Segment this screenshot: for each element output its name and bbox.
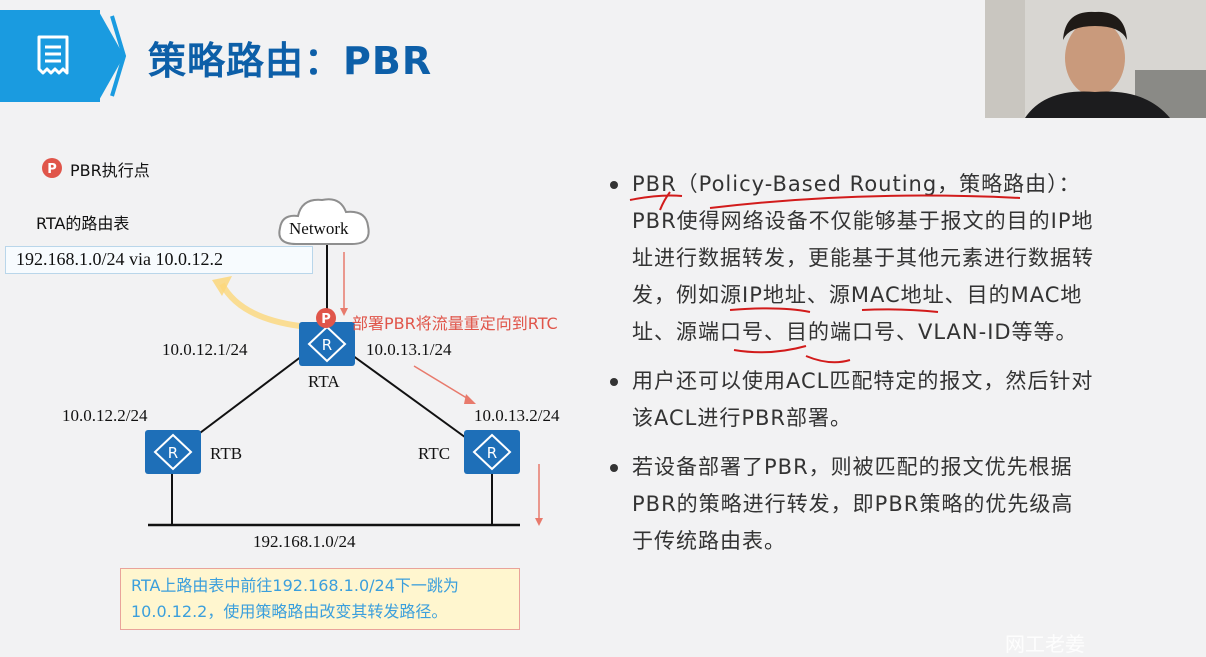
router-rtb-icon: R (145, 430, 201, 474)
note-line-1: RTA上路由表中前往192.168.1.0/24下一跳为 (131, 576, 459, 595)
network-cloud-icon (278, 198, 370, 245)
bullet-item: PBR（Policy-Based Routing，策略路由）： PBR使得网络设… (610, 166, 1185, 351)
routing-table-entry: 192.168.1.0/24 via 10.0.12.2 (5, 246, 313, 274)
yellow-arrow-head (212, 276, 232, 296)
pbr-legend-badge: P (42, 158, 62, 178)
handwritten-underlines (629, 191, 1021, 364)
bullet-item: 若设备部署了PBR，则被匹配的报文优先根据 PBR的策略进行转发，即PBR策略的… (610, 449, 1185, 560)
pbr-redirect-annotation: 部署PBR将流量重定向到RTC (352, 314, 558, 333)
bullet-line: PBR使得网络设备不仅能够基于报文的目的IP地 (632, 209, 1094, 233)
svg-text:R: R (487, 444, 497, 462)
network-label: Network (289, 219, 349, 238)
router-rta-icon: R (299, 322, 355, 366)
bullet-list: PBR（Policy-Based Routing，策略路由）： PBR使得网络设… (610, 166, 1185, 572)
red-arrow-down-head (340, 308, 348, 316)
svg-text:R: R (322, 336, 332, 354)
red-arrow-diagonal (413, 365, 471, 401)
bullet-line: PBR（Policy-Based Routing，策略路由）： (632, 172, 1081, 196)
router-rtc-icon: R (464, 430, 520, 474)
rtc-name: RTC (418, 444, 451, 463)
bullet-dot-icon (610, 464, 618, 472)
bullet-dot-icon (610, 378, 618, 386)
yellow-route-arrow (219, 282, 301, 329)
svg-text:P: P (47, 162, 57, 177)
chevron-right-icon (110, 15, 127, 97)
header-chevron (98, 10, 124, 102)
bullet-item: 用户还可以使用ACL匹配特定的报文，然后针对 该ACL进行PBR部署。 (610, 363, 1185, 437)
bullet-line: 该ACL进行PBR部署。 (632, 406, 853, 430)
bullet-line: 于传统路由表。 (632, 529, 786, 553)
note-line-2: 10.0.12.2，使用策略路由改变其转发路径。 (131, 602, 448, 621)
watermark: 网工老姜 (1005, 632, 1085, 656)
bullet-line: 址、源端口号、目的端口号、VLAN-ID等等。 (632, 320, 1078, 344)
rtb-name: RTB (210, 444, 243, 463)
svg-text:P: P (321, 312, 331, 327)
routing-table-label: RTA的路由表 (36, 214, 130, 233)
page-title: 策略路由：PBR (148, 39, 433, 83)
pbr-point-badge-rta: P (316, 308, 336, 328)
rtb-ip: 10.0.12.2/24 (62, 406, 148, 425)
bullet-line: 址进行数据转发，更能基于其他元素进行数据转 (632, 246, 1094, 270)
legend-text: PBR执行点 (70, 161, 150, 180)
rta-right-ip: 10.0.13.1/24 (366, 340, 452, 359)
bullet-dot-icon (610, 181, 618, 189)
bullet-line: PBR的策略进行转发，即PBR策略的优先级高 (632, 492, 1074, 516)
svg-text:R: R (168, 444, 178, 462)
pbr-topology-diagram: R R R P P (42, 158, 543, 527)
presenter-webcam (985, 0, 1206, 118)
header-band (0, 10, 100, 102)
bullet-line: 用户还可以使用ACL匹配特定的报文，然后针对 (632, 369, 1094, 393)
link-rta-rtb (179, 349, 311, 449)
link-rta-rtc (344, 349, 481, 449)
bullet-line: 发，例如源IP地址、源MAC地址、目的MAC地 (632, 283, 1083, 307)
note-box: RTA上路由表中前往192.168.1.0/24下一跳为 10.0.12.2，使… (120, 568, 520, 630)
red-arrow-diagonal-head (464, 394, 476, 404)
rtc-ip: 10.0.13.2/24 (474, 406, 560, 425)
lan-subnet: 192.168.1.0/24 (253, 532, 356, 551)
bullet-line: 若设备部署了PBR，则被匹配的报文优先根据 (632, 455, 1073, 479)
rta-name: RTA (308, 372, 340, 391)
red-arrow-lan-head (535, 518, 543, 526)
document-icon (37, 35, 69, 75)
rta-left-ip: 10.0.12.1/24 (162, 340, 248, 359)
